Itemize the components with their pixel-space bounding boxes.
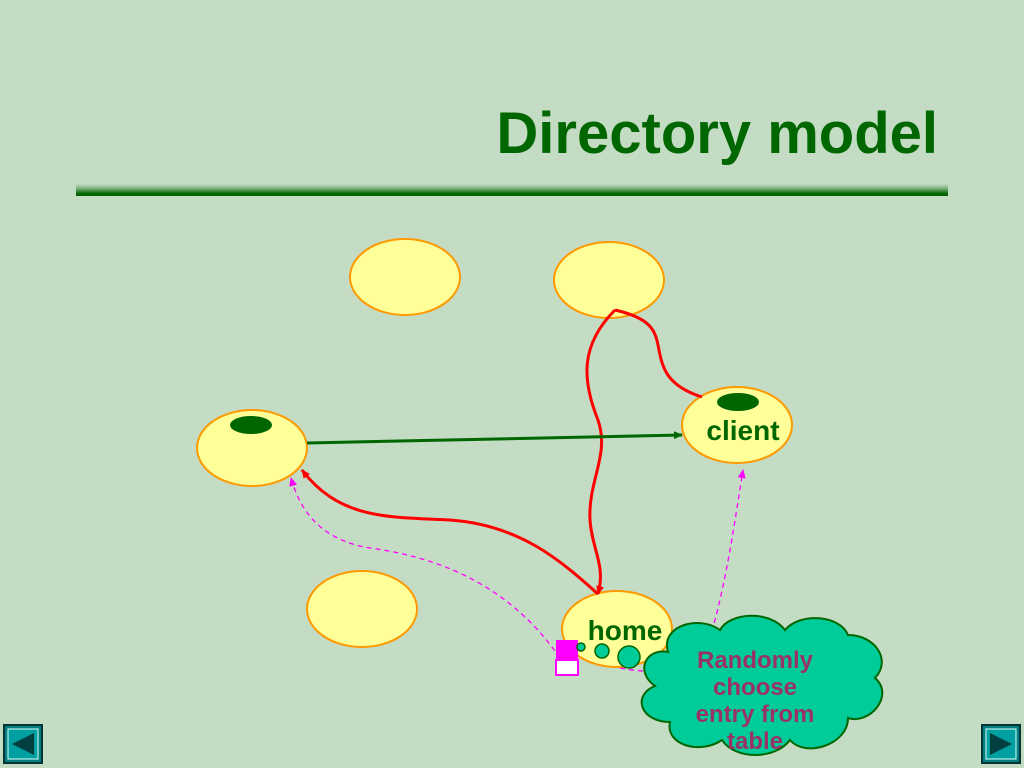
dashed-arrow-to-left [289,477,561,659]
slide-title: Directory model [496,101,938,166]
title-divider [76,184,948,196]
node-bottom-left [306,570,418,648]
node-top-center [553,241,665,319]
node-left [196,409,308,487]
node-client [681,386,793,464]
green-arrow-left-to-client [306,431,683,445]
red-path-home-to-left [300,469,600,596]
label-home: home [588,615,663,646]
red-path-top-to-home [585,308,617,595]
node-top-left [349,238,461,316]
callout-line-2: choose [713,674,797,701]
token-left [230,416,272,434]
next-slide-button[interactable] [981,724,1021,764]
thought-bubble-small [576,642,586,652]
table-entry-icon [555,640,579,676]
callout-line-1: Randomly [697,647,814,674]
label-client: client [706,415,779,446]
thought-bubble-large [617,645,641,669]
callout-cloud: Randomly choose entry from table [640,614,884,756]
triangle-right-icon [990,733,1012,755]
thought-bubble-medium [594,643,610,659]
callout-line-3: entry from [696,701,815,728]
node-home [561,590,673,668]
callout-line-4: table [727,728,783,755]
triangle-left-icon [12,733,34,755]
token-client [717,393,759,411]
red-path-top-to-client [614,308,703,399]
previous-slide-button[interactable] [3,724,43,764]
